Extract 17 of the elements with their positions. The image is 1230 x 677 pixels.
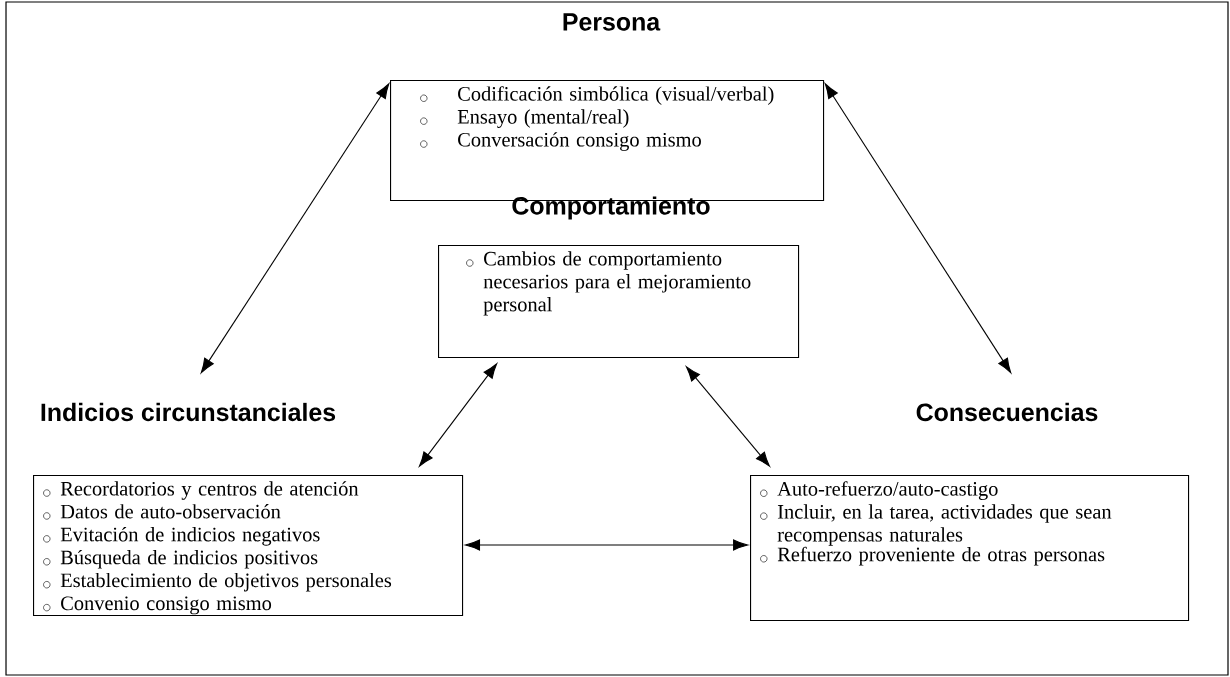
heading: Indicios circunstanciales [41,402,336,422]
node-label: Recordatorios y centros de atención [60,481,359,500]
text-box: Auto-refuerzo/auto-castigo Incluir, en la tarea, actividades que sean recompensas naturales Refuerzo proveniente de otras personas [750,475,1190,622]
node-label: Convenio consigo mismo [61,596,272,615]
text-box: Recordatorios y centros de atención Datos de auto-observación Evitación de indicios negativos Búsqueda de indicios positivos Establecimiento de objetivos personales Convenio consigo mismo [33,475,464,617]
node-label: Establecimiento de objetivos personales [60,572,392,592]
arrow [464,539,749,551]
heading: Consecuencias [916,402,1098,422]
node-label: Datos de auto-observación [60,504,281,519]
arrow [686,366,770,467]
node-label: Búsqueda de indicios positivos [60,549,318,569]
arrow [419,363,498,467]
node-label: Evitación de indicios negativos [60,527,320,546]
arrow [200,83,390,374]
text-box: Cambios de comportamiento necesarios para el mejoramiento personal [438,245,800,359]
heading: Persona [563,13,661,31]
arrow [824,83,1012,374]
